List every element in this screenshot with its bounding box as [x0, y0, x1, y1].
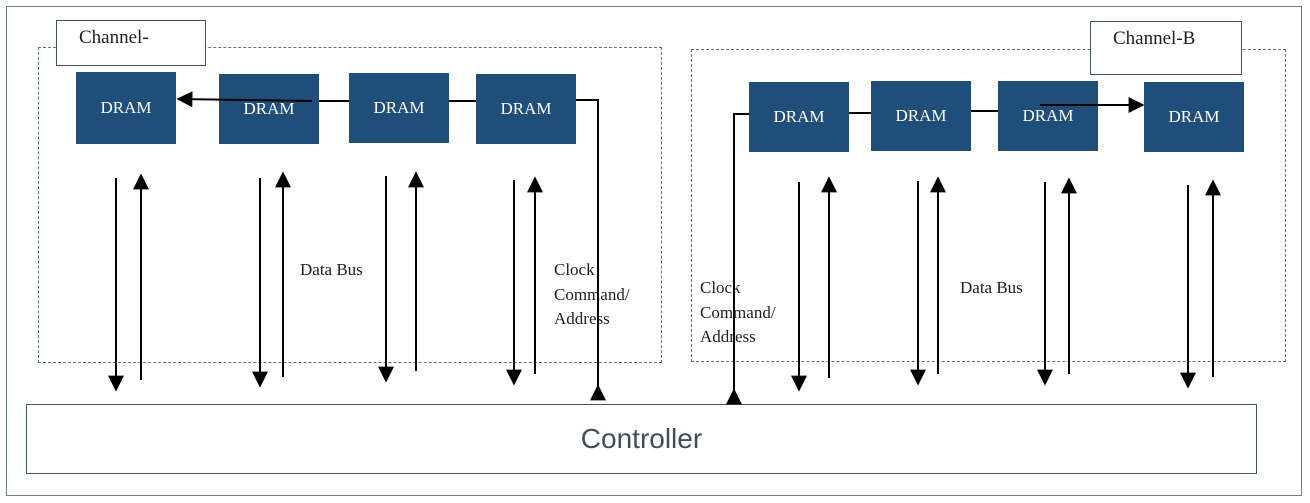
dram-b1: DRAM [749, 82, 849, 152]
controller-box: Controller [26, 404, 1257, 474]
dram-a1: DRAM [76, 72, 176, 144]
channel-a-clock-line [576, 99, 606, 401]
dram-b4: DRAM [1144, 82, 1244, 152]
dram-a3: DRAM [349, 73, 449, 143]
dram-b3: DRAM [998, 81, 1098, 151]
dram-a4: DRAM [476, 74, 576, 144]
channel-a-clock-label: Clock Command/ Address [554, 258, 630, 332]
diagram-frame [6, 6, 1302, 496]
clock-label-line-2: Command/ [554, 284, 630, 304]
channel-a-chain-1-2 [176, 91, 313, 108]
channel-b-data-bus-label: Data Bus [960, 278, 1023, 297]
clock-label-line-1: Clock [554, 260, 595, 279]
channel-a-data-bus-label: Data Bus [300, 260, 363, 279]
dram-b2: DRAM [871, 81, 971, 151]
clock-label-line-3: Address [554, 309, 610, 328]
clock-label-line-1: Clock [700, 278, 741, 297]
channel-a-label: Channel- [56, 20, 206, 66]
channel-b-clock-label: Clock Command/ Address [700, 276, 776, 350]
channel-b-clock-line [726, 113, 749, 405]
channel-b-box [691, 49, 1286, 362]
dram-a2: DRAM [219, 74, 319, 144]
clock-label-line-2: Command/ [700, 302, 776, 322]
clock-label-line-3: Address [700, 327, 756, 346]
channel-b-label: Channel-B [1090, 21, 1242, 75]
channel-a-box [38, 47, 662, 363]
